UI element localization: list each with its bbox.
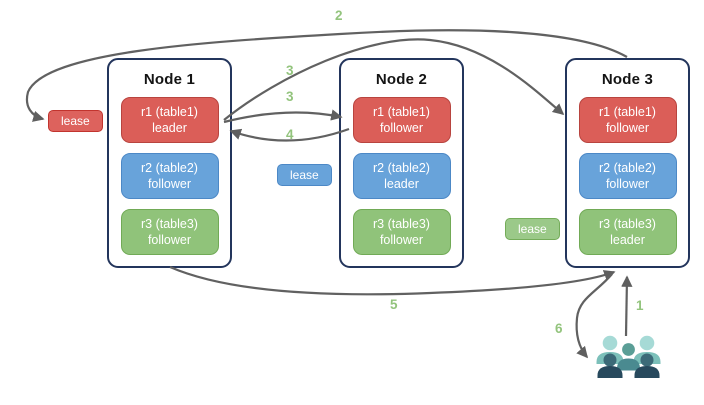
replica-name: r3 (table3) [373, 216, 430, 231]
step-label-1: 1 [636, 298, 644, 313]
node-3: Node 3 r1 (table1) follower r2 (table2) … [565, 58, 690, 268]
step-label-3b: 3 [286, 89, 294, 104]
replica-role: follower [379, 121, 424, 135]
node-1: Node 1 r1 (table1) leader r2 (table2) fo… [107, 58, 232, 268]
replica-name: r1 (table1) [141, 104, 198, 119]
arrow-step5-node1-to-node3 [169, 265, 616, 296]
replica-name: r2 (table2) [599, 160, 656, 175]
node-3-replica-r1: r1 (table1) follower [578, 97, 677, 143]
node-3-title: Node 3 [601, 71, 654, 88]
replica-role: follower [379, 233, 424, 247]
replica-name: r3 (table3) [599, 216, 656, 231]
node-1-replica-r1: r1 (table1) leader [120, 97, 219, 143]
node-3-replica-r3: r3 (table3) leader [578, 209, 677, 255]
replica-role: follower [605, 177, 650, 191]
node-2-replica-r1: r1 (table1) follower [352, 97, 451, 143]
node-2-title: Node 2 [375, 71, 428, 88]
replica-role: leader [152, 121, 187, 135]
step-label-2: 2 [335, 8, 343, 23]
replica-role: leader [384, 177, 419, 191]
lease-tag-green: lease [505, 218, 560, 240]
replica-name: r2 (table2) [373, 160, 430, 175]
users-group-icon [596, 335, 661, 378]
arrow-step3-node1-to-node2 [223, 109, 343, 124]
replica-role: follower [605, 121, 650, 135]
replica-role: follower [147, 233, 192, 247]
replica-role: follower [147, 177, 192, 191]
step-label-5: 5 [390, 297, 398, 312]
lease-tag-blue: lease [277, 164, 332, 186]
replica-name: r3 (table3) [141, 216, 198, 231]
node-2-replica-r3: r3 (table3) follower [352, 209, 451, 255]
replica-name: r1 (table1) [599, 104, 656, 119]
replica-role: leader [610, 233, 645, 247]
lease-tag-red: lease [48, 110, 103, 132]
node-3-replica-r2: r2 (table2) follower [578, 153, 677, 199]
step-label-4: 4 [286, 127, 294, 142]
node-1-replica-r2: r2 (table2) follower [120, 153, 219, 199]
node-1-title: Node 1 [143, 71, 196, 88]
replica-name: r2 (table2) [141, 160, 198, 175]
step-label-3a: 3 [286, 63, 294, 78]
step-label-6: 6 [555, 321, 563, 336]
arrow-step1-users-to-node3 [621, 275, 633, 337]
node-2: Node 2 r1 (table1) follower r2 (table2) … [339, 58, 464, 268]
node-2-replica-r2: r2 (table2) leader [352, 153, 451, 199]
replica-name: r1 (table1) [373, 104, 430, 119]
node-1-replica-r3: r3 (table3) follower [120, 209, 219, 255]
